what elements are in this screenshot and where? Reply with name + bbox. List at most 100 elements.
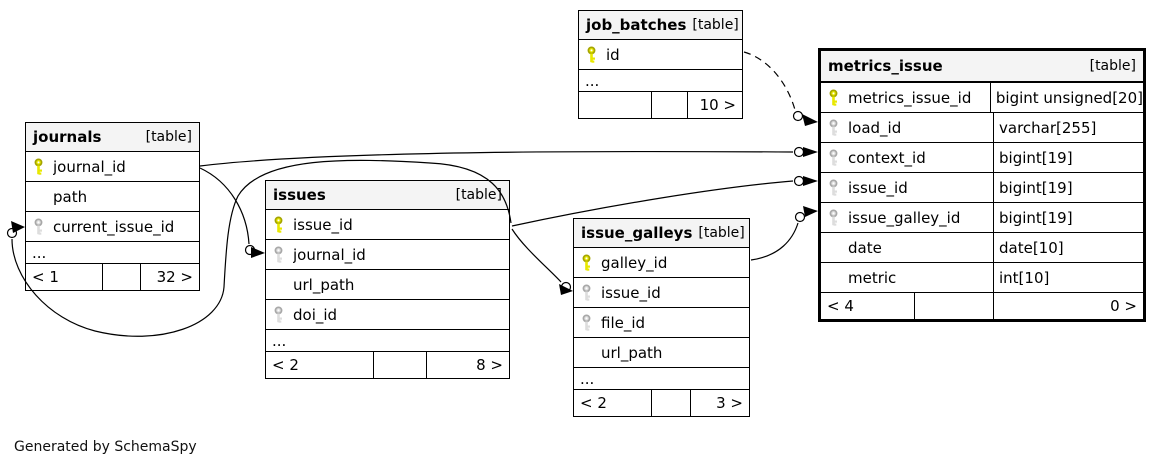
arrowhead — [251, 247, 265, 258]
foreign-key-icon — [827, 209, 840, 226]
column-row-galley_id[interactable]: galley_id — [574, 248, 749, 277]
column-type: bigint[19] — [993, 143, 1143, 172]
column-row-issue_id[interactable]: issue_id — [574, 277, 749, 307]
foreign-key-icon — [827, 179, 840, 196]
table-name[interactable]: issues — [273, 186, 326, 204]
primary-key-icon — [580, 254, 593, 271]
key-placeholder — [580, 344, 593, 361]
table-header: job_batches[table] — [579, 11, 742, 40]
column-name: issue_galley_id — [848, 208, 961, 227]
column-name: id — [606, 45, 620, 64]
column-row-date[interactable]: date date[10] — [821, 232, 1143, 262]
table-name[interactable]: journals — [33, 128, 102, 146]
arrowhead — [803, 206, 818, 217]
table-name[interactable]: metrics_issue — [828, 57, 943, 75]
column-row-journal_id[interactable]: journal_id — [266, 239, 509, 269]
table-footer: < 2 3 > — [574, 389, 749, 416]
column-row-id[interactable]: id — [579, 40, 742, 69]
column-name: load_id — [848, 118, 902, 137]
zero-one-connector — [793, 175, 805, 187]
column-row-issue_galley_id[interactable]: issue_galley_id bigint[19] — [821, 202, 1143, 232]
key-placeholder — [827, 239, 840, 256]
table-header: issue_galleys[table] — [574, 219, 749, 248]
arrowhead — [803, 147, 818, 157]
table-name[interactable]: job_batches — [586, 16, 687, 34]
foreign-key-icon — [272, 306, 285, 323]
column-row-file_id[interactable]: file_id — [574, 307, 749, 337]
table-header: metrics_issue [table] — [821, 51, 1143, 83]
column-type: bigint unsigned[20] — [989, 83, 1143, 112]
rel-issue_galleys-metrics_issue — [750, 222, 799, 261]
column-row-url_path[interactable]: url_path — [266, 269, 509, 299]
foreign-key-icon — [827, 119, 840, 136]
column-name: journal_id — [293, 245, 366, 264]
zero-one-connector — [794, 211, 806, 223]
column-type: varchar[255] — [993, 113, 1143, 142]
column-name: doi_id — [293, 305, 338, 324]
parent-count: < 2 — [580, 394, 607, 412]
column-row-context_id[interactable]: context_id bigint[19] — [821, 142, 1143, 172]
column-row-journal_id[interactable]: journal_id — [26, 152, 199, 181]
parent-count — [579, 92, 651, 118]
child-count: 10 > — [686, 92, 742, 118]
table-tag: [table] — [1089, 58, 1136, 74]
arrowhead — [11, 221, 25, 233]
column-name: metrics_issue_id — [848, 88, 972, 107]
key-placeholder — [32, 188, 45, 205]
column-row-path[interactable]: path — [26, 181, 199, 211]
table-header: journals [table] — [26, 123, 199, 152]
column-row-load_id[interactable]: load_id varchar[255] — [821, 112, 1143, 142]
zero-one-connector — [560, 281, 572, 293]
column-row-current_issue_id[interactable]: current_issue_id — [26, 211, 199, 241]
table-tag: [table] — [145, 129, 192, 145]
more-columns-ellipsis: ... — [266, 329, 509, 351]
foreign-key-icon — [580, 314, 593, 331]
column-name: current_issue_id — [53, 217, 175, 236]
rel-issues-issue_galleys — [511, 228, 562, 283]
key-placeholder — [272, 276, 285, 293]
column-type: bigint[19] — [993, 203, 1143, 232]
arrowhead — [559, 284, 573, 295]
column-type: date[10] — [993, 233, 1143, 262]
child-count: 8 > — [426, 352, 509, 378]
generated-by-note: Generated by SchemaSpy — [14, 439, 197, 455]
column-name: url_path — [601, 343, 663, 362]
table-job_batches[interactable]: job_batches[table]id...10 > — [578, 10, 743, 119]
column-name: issue_id — [601, 283, 661, 302]
foreign-key-icon — [272, 246, 285, 263]
parent-count: < 1 — [32, 268, 59, 286]
arrowhead — [803, 176, 818, 186]
column-name: context_id — [848, 148, 926, 167]
table-footer: 10 > — [579, 91, 742, 118]
column-name: galley_id — [601, 253, 668, 272]
table-name[interactable]: issue_galleys — [581, 224, 693, 242]
child-count: 3 > — [689, 390, 750, 416]
column-row-metrics_issue_id[interactable]: metrics_issue_id bigint unsigned[20] — [821, 83, 1143, 112]
foreign-key-icon — [827, 149, 840, 166]
column-name: url_path — [293, 275, 355, 294]
column-name: date — [848, 238, 882, 257]
rel-journals-issues — [199, 167, 250, 245]
footer-spacer — [372, 352, 426, 378]
column-row-url_path[interactable]: url_path — [574, 337, 749, 367]
table-tag: [table] — [455, 187, 502, 203]
column-name: metric — [848, 268, 897, 287]
column-row-issue_id[interactable]: issue_id — [266, 210, 509, 239]
column-row-doi_id[interactable]: doi_id — [266, 299, 509, 329]
column-name: issue_id — [848, 178, 908, 197]
footer-spacer — [650, 92, 687, 118]
primary-key-icon — [272, 216, 285, 233]
more-columns-ellipsis: ... — [574, 367, 749, 389]
zero-one-connector — [792, 110, 804, 122]
rel-job_batches-metrics_issue — [743, 51, 796, 111]
zero-one-connector — [793, 146, 805, 158]
